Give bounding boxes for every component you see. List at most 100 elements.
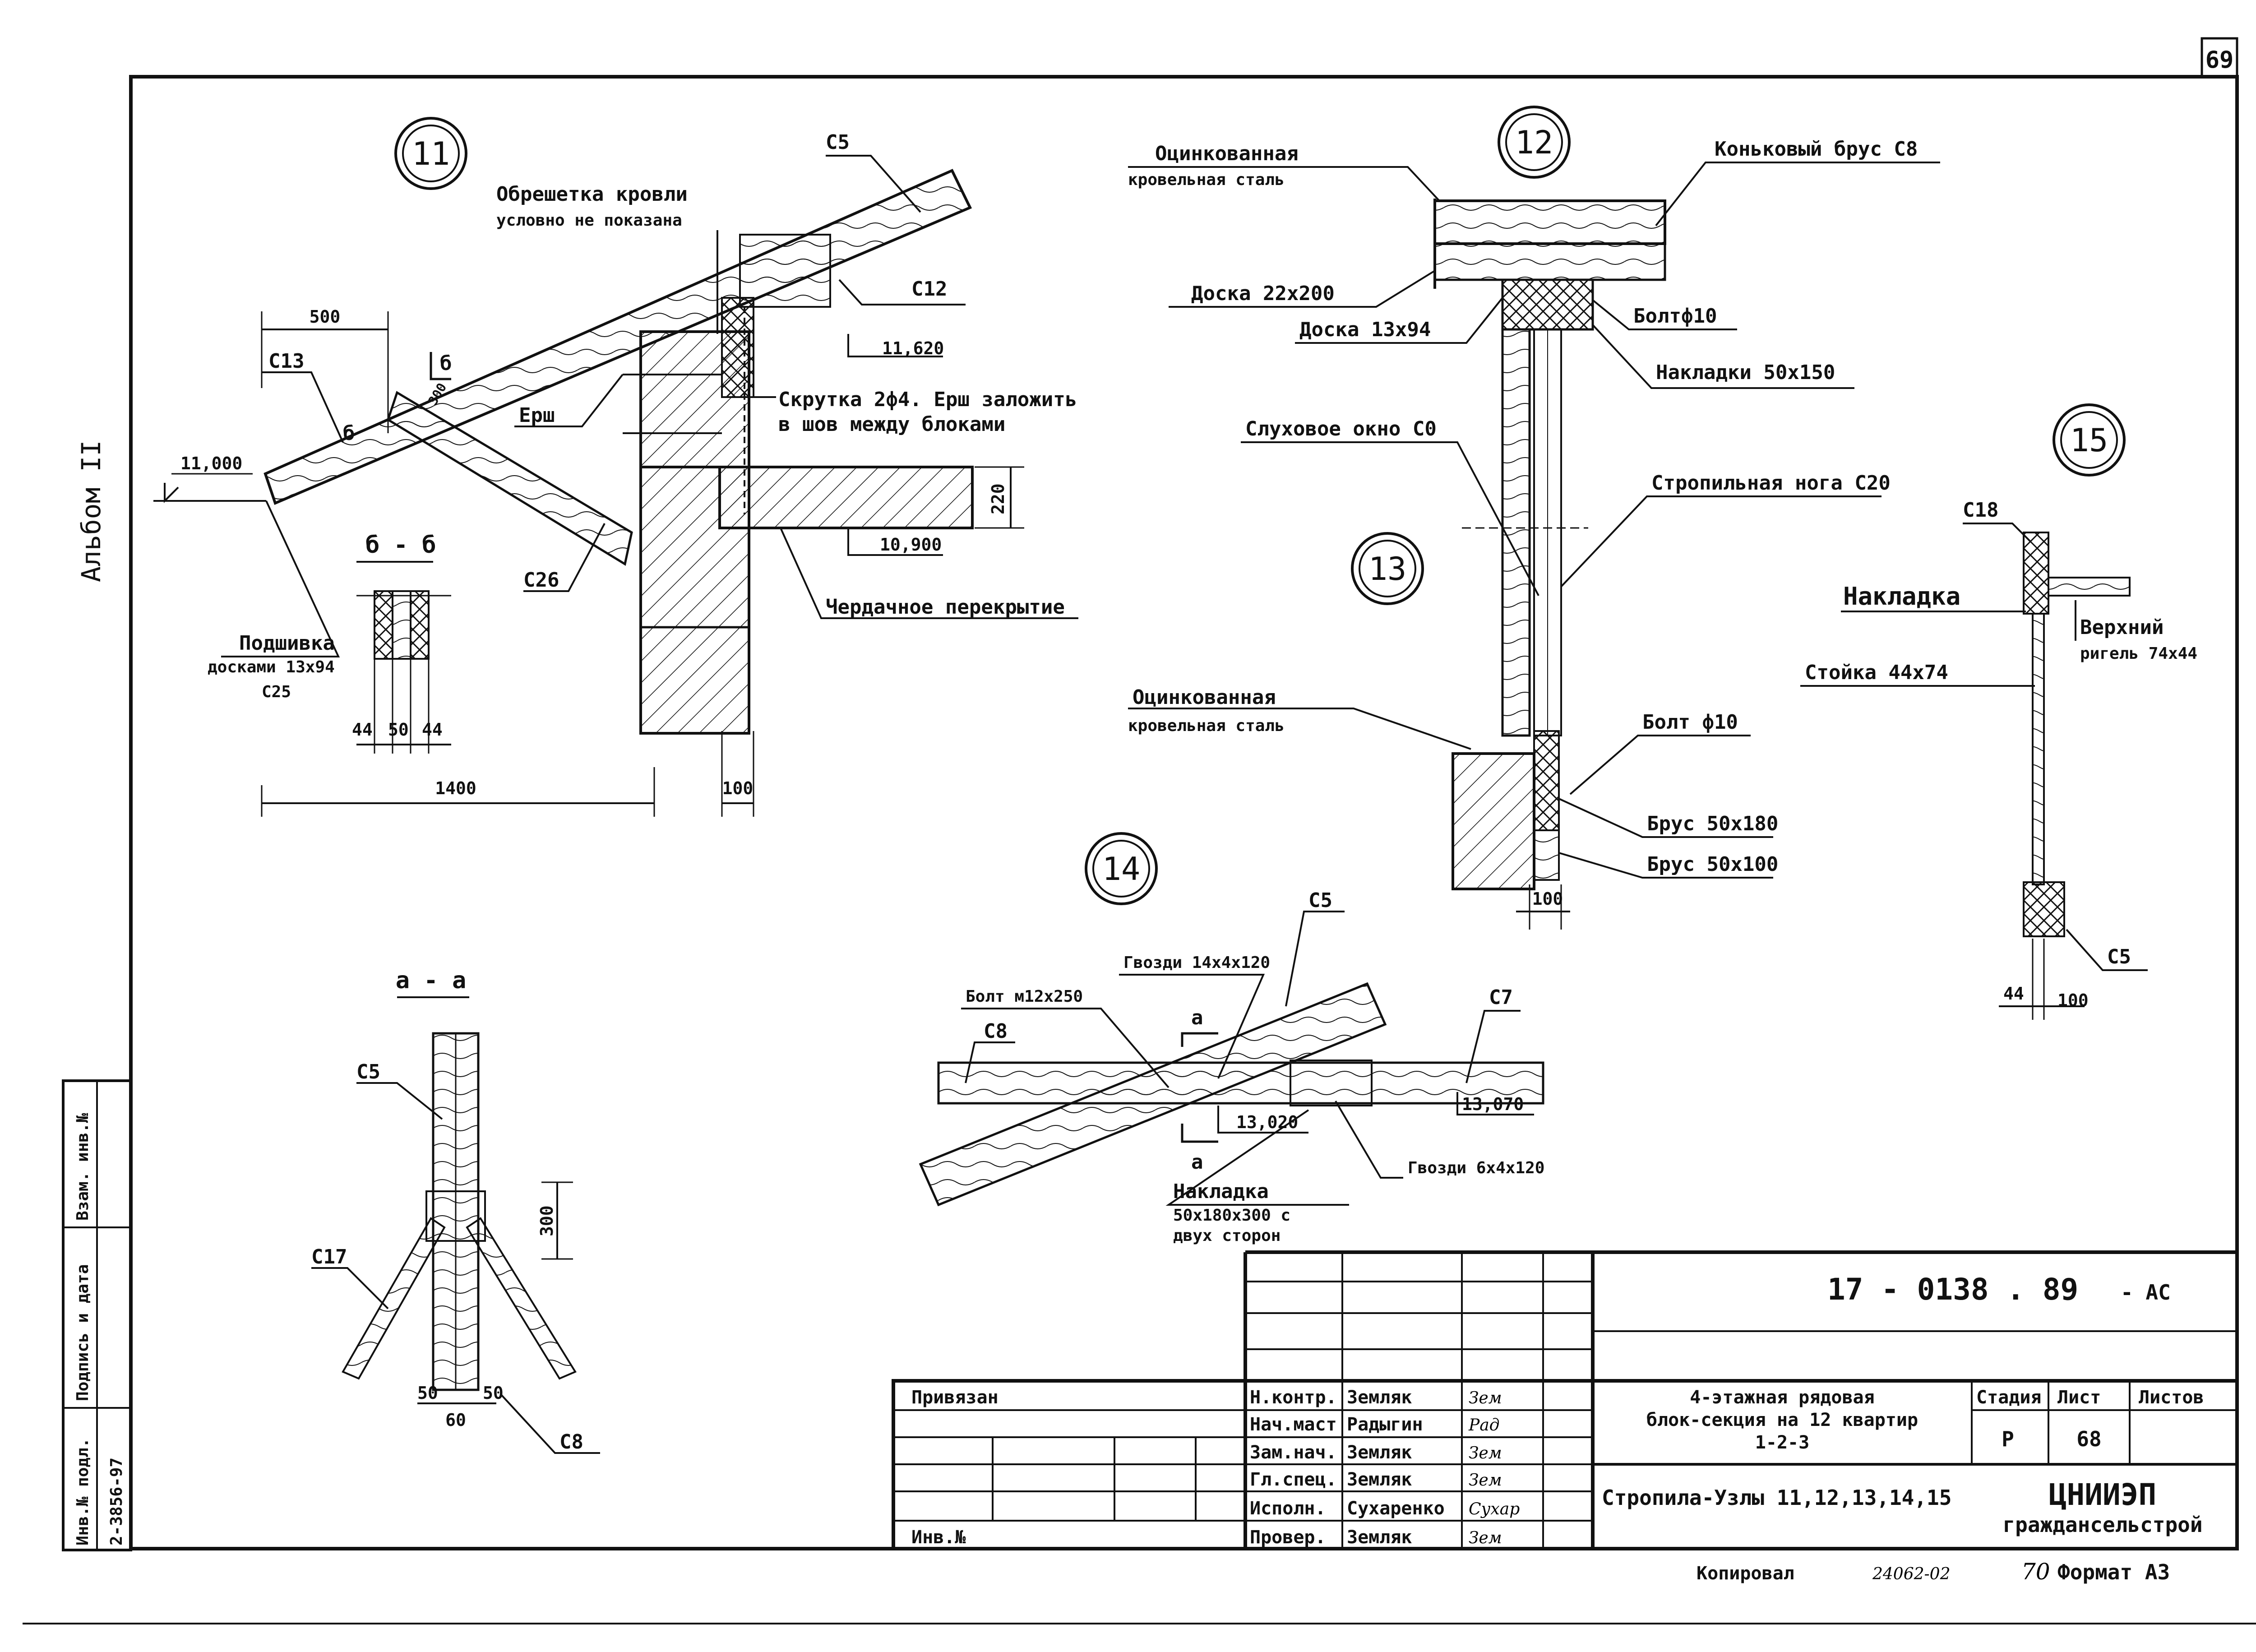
sheet-frame (23, 37, 2256, 1624)
project-line-1: 4-этажная рядовая (1690, 1387, 1874, 1408)
inv-label: Инв.№ (911, 1527, 966, 1548)
label-plate-n14-3: двух сторон (1173, 1226, 1281, 1245)
label-soffit-1: Подшивка (239, 632, 335, 655)
name-0: Земляк (1347, 1387, 1412, 1408)
label-beam1: Брус 50х180 (1647, 812, 1778, 835)
label-rail-1: Верхний (2080, 616, 2164, 639)
board-22x200 (1433, 242, 1666, 281)
post-44x74 (2032, 613, 2045, 885)
dim-60-aa: 60 (445, 1410, 466, 1430)
label-c5-n14: С5 (1308, 889, 1332, 912)
beam-50x180 (1533, 730, 1560, 831)
ridge-beam (1433, 199, 1666, 245)
tied-label: Привязан (911, 1387, 999, 1408)
signature-5: Зем (1469, 1529, 1502, 1547)
elev-11000: 11,000 (180, 453, 242, 473)
attic-slab (718, 466, 974, 529)
copied-label: Копировал (1697, 1563, 1794, 1584)
org-line-1: ЦНИИЭП (2049, 1477, 2156, 1512)
signature-0: Зем (1469, 1389, 1502, 1407)
dim-100-n15: 100 (2057, 990, 2089, 1010)
label-board2: Доска 13х94 (1299, 318, 1431, 341)
label-rafter-c20: Стропильная нога С20 (1651, 472, 1891, 495)
signature-3: Зем (1469, 1471, 1502, 1490)
role-0: Н.контр. (1250, 1387, 1337, 1408)
title-block: 17 - 0138 . 89 - АС Привязан Инв.№ Н.кон… (892, 1250, 2239, 1585)
label-steel13-2: кровельная сталь (1128, 717, 1285, 735)
label-post: Стойка 44х74 (1805, 661, 1948, 684)
name-4: Сухаренко (1347, 1498, 1445, 1519)
side-stamp-inv-label: Инв.№ подл. (74, 1438, 92, 1546)
label-c7: С7 (1489, 986, 1513, 1009)
role-2: Зам.нач. (1250, 1442, 1337, 1463)
label-soffit-3: С25 (262, 683, 291, 701)
top-rail (2048, 577, 2131, 597)
dim-100-n11: 100 (722, 778, 754, 798)
label-rail-2: ригель 74х44 (2080, 644, 2197, 663)
node-14: 14 С5 С7 С8 Болт м12х250 Гвозди 14х4х120… (919, 832, 1544, 1245)
album-label: Альбом II (76, 440, 106, 582)
role-1: Нач.маст (1250, 1414, 1337, 1435)
side-stamp-replace-label: Взам. инв.№ (74, 1113, 92, 1221)
beam-50x100 (1533, 829, 1560, 881)
signature-2: Зем (1469, 1444, 1502, 1462)
doc-code: 17 - 0138 . 89 (1827, 1272, 2078, 1307)
label-c8-n14: С8 (984, 1020, 1008, 1043)
section-a: a - a С5 С17 С8 300 50 50 60 (311, 967, 600, 1454)
label-soffit-2: досками 13х94 (208, 658, 335, 676)
node-15: 15 С18 Накладка Верхний ригель 74х44 Сто… (1800, 403, 2197, 1020)
label-c26: С26 (523, 569, 559, 592)
sheet-subject: Стропила-Узлы 11,12,13,14,15 (1602, 1485, 1951, 1510)
label-steel-2: кровельная сталь (1128, 171, 1285, 189)
label-plate-n14-2: 50х180х300 с (1173, 1206, 1290, 1225)
brace-c8 (466, 1217, 577, 1380)
rafter-c20 (1501, 328, 1531, 737)
copied-no: 24062-02 (1872, 1565, 1951, 1583)
label-bolt-n14: Болт м12х250 (966, 987, 1083, 1006)
label-c5-n15: С5 (2107, 945, 2131, 968)
label-plates: Накладки 50х150 (1656, 361, 1835, 384)
name-5: Земляк (1347, 1527, 1412, 1548)
signature-1: Рад (1468, 1416, 1500, 1435)
format-label: Формат А3 (2057, 1560, 2170, 1584)
label-sheathing-1: Обрешетка кровли (496, 183, 688, 206)
plate-n15 (2023, 532, 2049, 615)
c5-n15 (2023, 881, 2065, 937)
sec-a-mark-2: а (1191, 1151, 1203, 1174)
label-c13: С13 (268, 350, 304, 373)
node-13: 13 Оцинкованная кровельная сталь Болт ф1… (1128, 532, 1778, 930)
sec-b-mark-2: б (343, 422, 355, 445)
label-nails1: Гвозди 14х4х120 (1123, 953, 1270, 972)
rafter-c5-n14 (919, 982, 1387, 1207)
elev-13070: 13,070 (1462, 1094, 1524, 1114)
header-sheet: Лист (2057, 1387, 2101, 1408)
label-nails2: Гвозди 6х4х120 (1408, 1159, 1544, 1177)
label-ersh: Ерш (519, 404, 555, 427)
plates-50x150 (1501, 278, 1594, 331)
label-c17: С17 (311, 1245, 347, 1268)
dim-500: 500 (310, 307, 341, 327)
label-bolt-13: Болт ф10 (1642, 711, 1738, 734)
sheet-value: 68 (2076, 1427, 2101, 1451)
label-sheathing-2: условно не показана (496, 211, 682, 230)
label-attic: Чердачное перекрытие (826, 596, 1065, 619)
side-stamp-sign-label: Подпись и дата (74, 1264, 92, 1401)
label-steel-1: Оцинкованная (1155, 142, 1299, 165)
section-a-title: a - a (396, 967, 467, 994)
label-beam2: Брус 50х100 (1647, 853, 1778, 876)
name-1: Радыгин (1347, 1414, 1423, 1435)
node-12-number: 12 (1515, 124, 1553, 161)
name-2: Земляк (1347, 1442, 1412, 1463)
label-c12: С12 (911, 278, 947, 301)
label-c18: С18 (1963, 499, 1998, 522)
dim-300-aa: 300 (537, 1205, 557, 1236)
sec-a-mark-1: а (1191, 1006, 1203, 1029)
node-13-number: 13 (1368, 551, 1406, 588)
dim-100-n13: 100 (1532, 889, 1563, 909)
c12-brace (739, 234, 831, 308)
label-c8-aa: С8 (559, 1430, 583, 1453)
elev-13020: 13,020 (1236, 1112, 1298, 1132)
header-stage: Стадия (1976, 1387, 2042, 1408)
project-line-3: 1-2-3 (1755, 1432, 1809, 1453)
